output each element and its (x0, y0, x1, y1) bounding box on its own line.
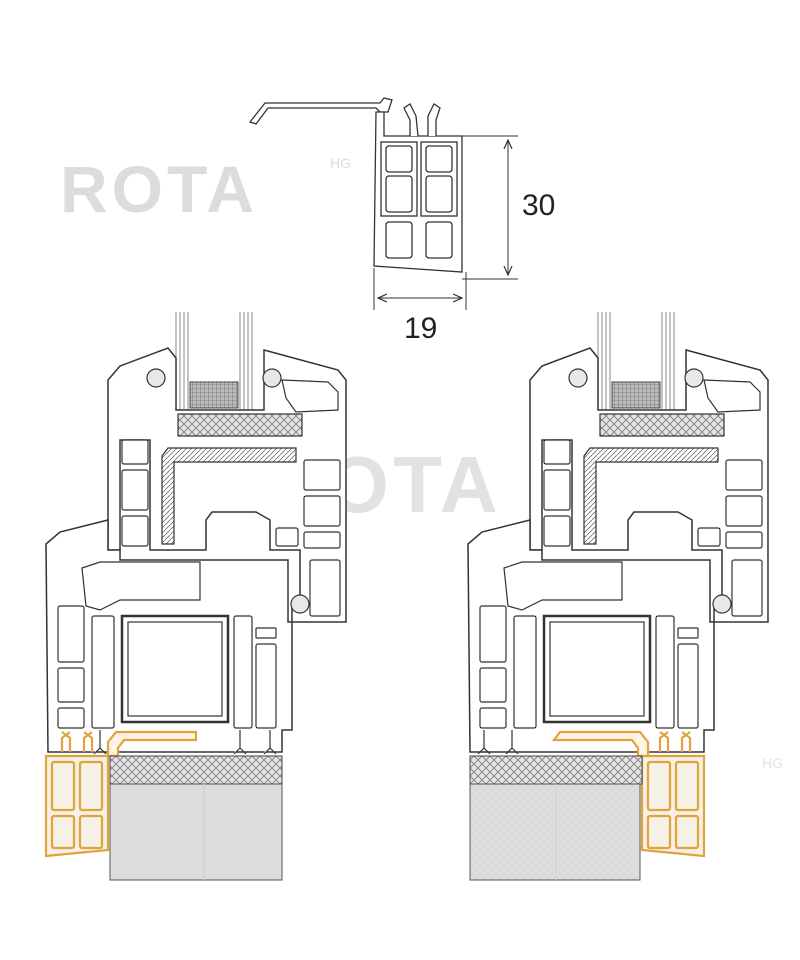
wall-section (109, 783, 283, 881)
adapter-clip (403, 103, 441, 137)
sill-adapter-right (551, 730, 706, 858)
glazing-bead (177, 413, 303, 437)
sash-reinforcement (161, 447, 297, 545)
watermark-superscript: HG (762, 755, 783, 771)
insulation-strip (109, 755, 283, 785)
watermark-superscript: HG (330, 155, 351, 171)
frame-reinforcement-inner (127, 621, 223, 717)
adapter-profile-detail (248, 97, 463, 273)
frame-chambers (57, 561, 277, 729)
glass-spacer (189, 381, 239, 409)
adapter-flange (248, 97, 393, 125)
frame-feet (93, 730, 277, 755)
watermark-text: ROTA (60, 152, 258, 226)
window-cross-section (44, 312, 347, 881)
dimension-width-label: 19 (404, 312, 437, 345)
dimension-width (373, 268, 467, 310)
sill-adapter (44, 730, 198, 858)
frame-reinforcement-outer (120, 614, 230, 724)
watermark-logo-top: ROTA HG (60, 152, 351, 226)
sash-chambers (121, 379, 341, 617)
window-cross-section-right (467, 312, 769, 881)
dimension-height (462, 135, 518, 280)
dimension-height-label: 30 (522, 189, 555, 222)
